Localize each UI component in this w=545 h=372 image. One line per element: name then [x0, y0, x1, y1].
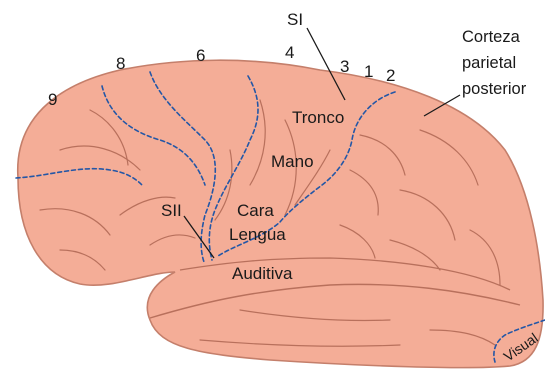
label-8: 8 — [116, 54, 125, 73]
label-lengua: Lengua — [229, 225, 286, 244]
label-cara: Cara — [237, 201, 274, 220]
label-4: 4 — [285, 43, 294, 62]
label-1: 1 — [364, 62, 373, 81]
corteza-line-1: Corteza — [462, 28, 521, 46]
label-mano: Mano — [271, 152, 314, 171]
corteza-line-3: posterior — [462, 80, 527, 98]
corteza-line-2: parietal — [462, 54, 516, 72]
label-corteza-parietal-posterior: Corteza parietal posterior — [462, 28, 527, 98]
label-sii: SII — [161, 201, 182, 220]
label-3: 3 — [340, 57, 349, 76]
label-2: 2 — [386, 66, 395, 85]
label-tronco: Tronco — [292, 108, 344, 127]
label-auditiva: Auditiva — [232, 264, 293, 283]
label-si: SI — [287, 10, 303, 29]
label-6: 6 — [196, 46, 205, 65]
cerebral-cortex — [18, 60, 543, 367]
label-9: 9 — [48, 90, 57, 109]
